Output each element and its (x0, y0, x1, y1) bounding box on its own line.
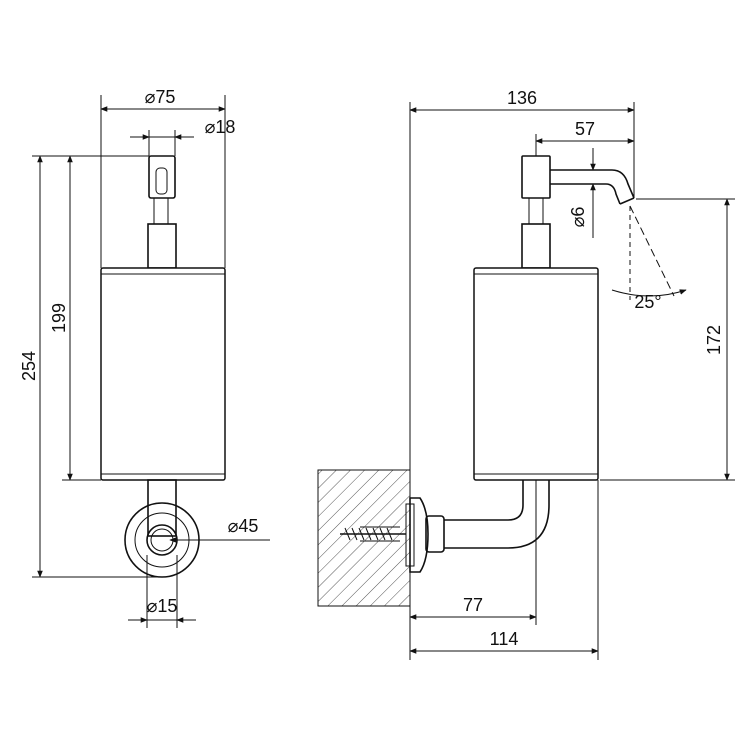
dim-front-diameter-75: ⌀75 (145, 87, 176, 107)
dim-side-wall-to-body-77: 77 (463, 595, 483, 615)
dim-front-height-199: 199 (49, 303, 69, 333)
dim-side-height-172: 172 (704, 325, 724, 355)
dim-front-height-254: 254 (19, 351, 39, 381)
arm-outer (444, 480, 524, 521)
container-body-side (473, 267, 599, 481)
pump-head (148, 155, 176, 199)
spout-bottom (550, 183, 621, 205)
dim-front-diameter-45: ⌀45 (228, 516, 259, 536)
side-pump-head (521, 155, 551, 199)
pump-stem (153, 197, 169, 225)
support-arm-front (147, 479, 177, 537)
arm-inner (444, 480, 550, 549)
pump-collar (147, 223, 177, 269)
dim-side-spout-diameter-6: ⌀6 (568, 207, 588, 228)
front-view: ⌀75 ⌀18 254 199 ⌀45 ⌀15 (19, 87, 270, 628)
side-rosette (409, 497, 429, 573)
dim-side-wall-to-front-114: 114 (490, 629, 519, 649)
arm-section-inner (150, 528, 174, 552)
dim-front-diameter-15: ⌀15 (147, 596, 178, 616)
spout-top (550, 169, 635, 199)
wall-section (317, 469, 411, 607)
arm-collar (425, 515, 445, 553)
side-pump-collar (521, 223, 551, 269)
wall-screw (340, 526, 406, 542)
container-body-front (100, 267, 226, 481)
dim-side-spout-angle-25: 25° (634, 292, 661, 312)
dim-front-diameter-18: ⌀18 (205, 117, 236, 137)
dim-side-width-136: 136 (507, 88, 537, 108)
dim-side-spout-reach-57: 57 (575, 119, 595, 139)
pump-slot (155, 167, 168, 195)
side-view: 136 57 ⌀6 25° 172 77 114 (317, 88, 735, 660)
